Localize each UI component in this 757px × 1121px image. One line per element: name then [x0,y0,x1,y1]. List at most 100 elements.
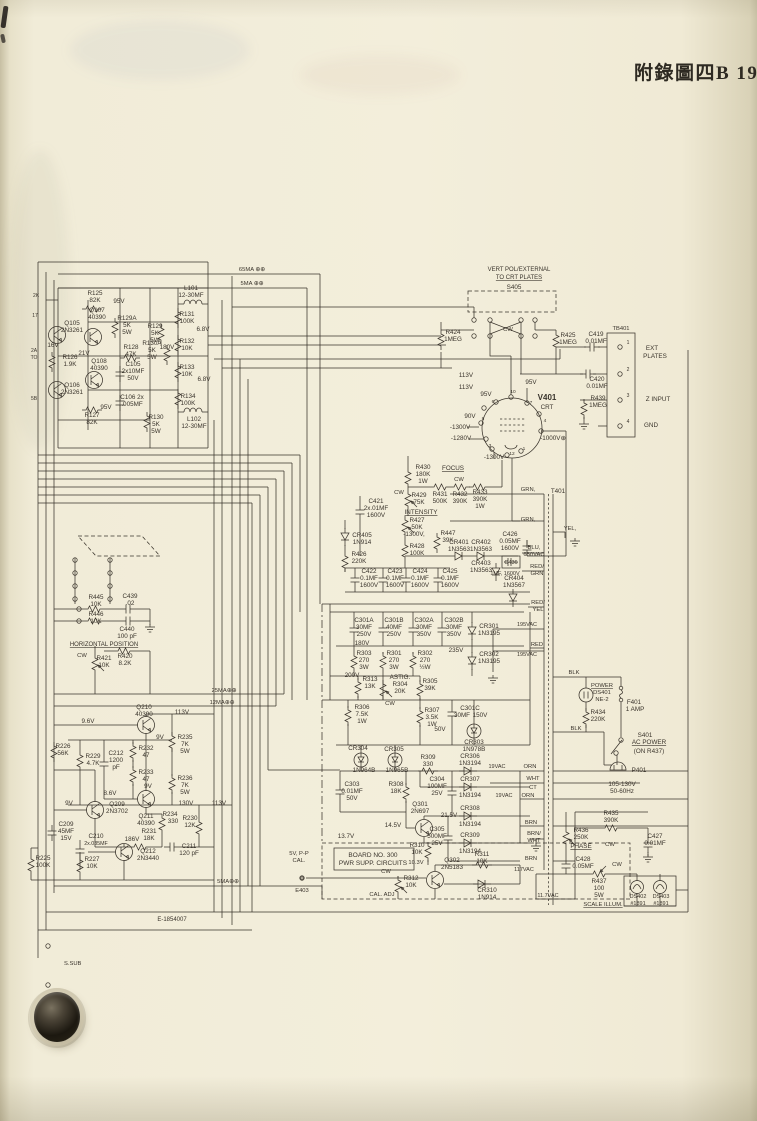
schematic-label: 180V [160,344,176,351]
schematic-label: CW [385,701,395,707]
schematic-label: R134 [180,393,196,400]
schematic-label: 13K [364,683,376,690]
resv-symbol [580,398,588,420]
schematic-label: C428 [575,856,591,863]
schematic-label: R129A [117,315,137,322]
schematic-label: 10 [510,389,516,395]
schematic-label: 3W [359,664,369,671]
schematic-label: 1 AMP [626,706,645,713]
schematic-label: C440 [119,626,135,633]
schematic-label: R232 [138,745,154,752]
schematic-label: 1N914 [353,539,372,546]
dashed-outlines [77,290,631,900]
schematic-label: Q107 [89,307,105,314]
schematic-label: R127 [84,412,100,419]
schematic-label: 2x.035MF [84,841,108,847]
term-symbol [45,943,51,949]
schematic-label: 15V [60,835,72,842]
schematic-label: 1N3567 [503,582,526,589]
schematic-label: 7.5K [356,711,370,718]
schematic-label: 220K [352,558,368,565]
schematic-label: CR305 [384,746,404,753]
schematic-label: 5W [180,789,190,796]
term-symbol [617,423,623,429]
schematic-label: R447 [440,530,456,537]
schematic-label: 4 [627,419,630,425]
schematic-label: 1N3195 [478,658,501,665]
schematic-label: 19VAC [488,764,505,770]
schematic-label: CR402 [471,539,491,546]
schematic-label: CR304 [348,745,368,752]
plug-symbol [609,761,627,771]
schematic-label: R133 [179,364,195,371]
schematic-label: CW [605,842,615,848]
schematic-label: 2x10MF [122,368,145,375]
schematic-label: R437 [591,878,607,885]
schematic-label: 5V, P-P [289,851,309,857]
resv-symbol [379,651,387,673]
schematic-label: CR307 [460,776,480,783]
schematic-label: 0.1MF [360,575,378,582]
schematic-label: POWER [591,683,613,689]
schematic-label: DS403 [653,894,670,900]
schematic-label: 95V [113,298,125,305]
schematic-label: 1MF, 1600V [490,571,520,577]
schematic-label: C301A [354,617,374,624]
schematic-label: 235V [449,647,465,654]
diov-symbol [467,621,477,641]
schematic-label: Q211 [139,813,154,820]
schematic-label: 5W [150,337,160,344]
schematic-label: C302A [414,617,434,624]
schematic-label: 1N3194 [459,792,482,799]
terminal-strip-tb401 [606,332,636,438]
schematic-label: 5K [123,322,132,329]
schematic-label: C426 [502,531,518,538]
schematic-label: C105 [125,361,141,368]
schematic-label: 1MEG [589,402,607,409]
schematic-label: 5K [148,347,157,354]
schematic-label: R126 [62,354,78,361]
schematic-label: RED/ [531,600,545,606]
schematic-label: Q106 [64,382,80,389]
schematic-label: R446 [88,611,104,618]
capv-symbol [99,755,109,773]
schematic-label: (ON R437) [634,748,664,755]
schematic-label: GRN, [521,487,536,493]
schematic-label: C424 [412,568,428,575]
schematic-label: R303 [356,650,372,657]
schematic-label: 13.7V [338,833,355,840]
potv-symbol [380,680,392,700]
schematic-label: 2N697 [411,808,430,815]
schematic-label: BRN [525,856,537,862]
schematic-label: 500K [433,498,449,505]
schematic-label: 9V [144,783,153,790]
gnd-symbol [569,537,581,547]
schematic-label: 1N3563 [470,546,493,553]
npn-symbol [84,328,102,346]
schematic-label: CR310 [477,887,497,894]
schematic-label: 250K [574,834,590,841]
schematic-label: 18K [390,788,402,795]
schematic-label: CR303 [464,739,484,746]
schematic-label: R425 [560,332,576,339]
crt-tube-v401 [481,397,543,459]
schematic-label: 2A [31,348,38,354]
schematic-label: R431 [432,491,448,498]
schematic-label: 1600V [360,582,379,589]
schematic-label: pF [112,764,120,771]
zenc-symbol [466,723,482,739]
diov-symbol [467,651,477,671]
schematic-label: 0.01MF [644,840,666,847]
schematic-label: R306 [354,704,370,711]
schematic-label: 8.2K [119,660,133,667]
schematic-label: 40390 [137,820,155,827]
schematic-label: 0.05MF [499,538,521,545]
schematic-label: 47 [142,752,150,759]
caph-symbol [119,616,137,626]
resh-symbol [449,483,471,491]
gnd-symbol [642,853,654,863]
schematic-label: R307 [424,707,440,714]
schematic-label: 113V [212,800,227,807]
schematic-label: .005MF [121,401,143,408]
